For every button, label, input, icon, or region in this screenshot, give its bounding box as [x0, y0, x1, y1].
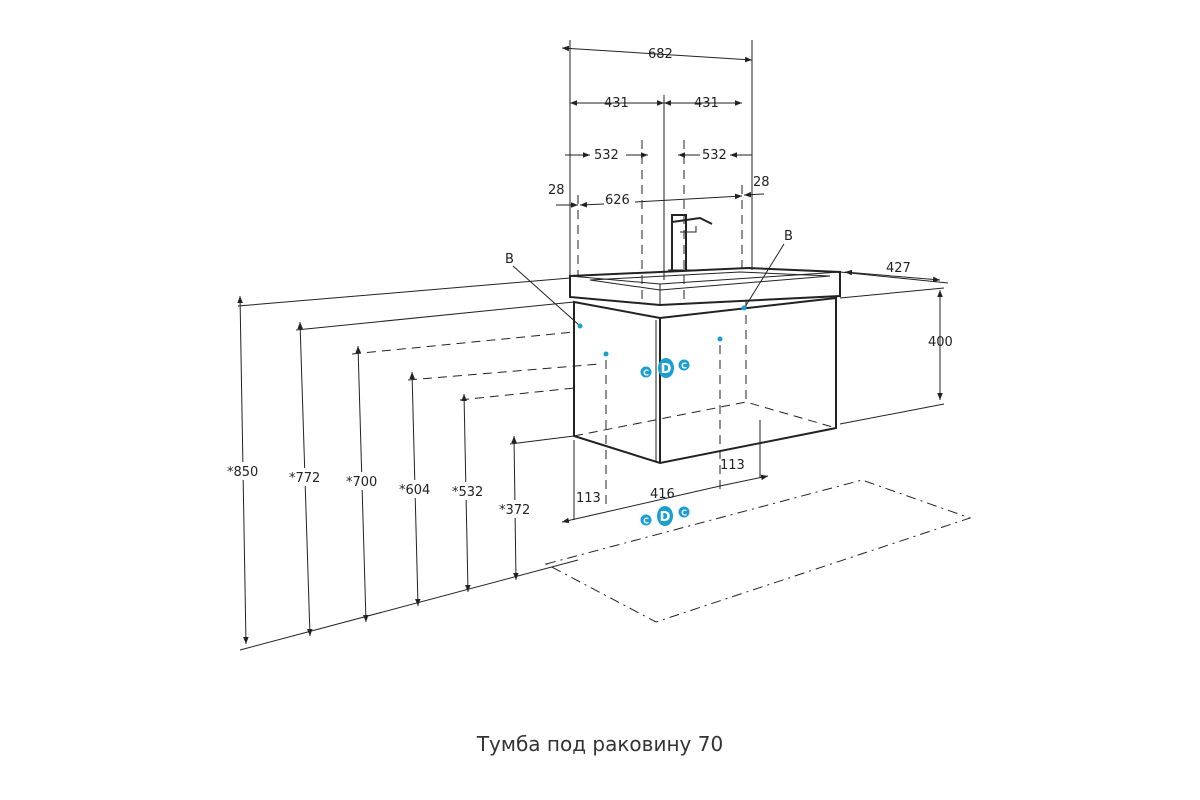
svg-text:D: D	[660, 510, 671, 525]
hot-water-marker-upper	[678, 359, 690, 371]
dim-height-604: *604	[399, 483, 430, 498]
dim-height-772: *772	[289, 471, 320, 486]
svg-text:C: C	[643, 369, 649, 378]
dim-bottom-span: 416	[650, 487, 675, 502]
pipe-point-left	[603, 351, 609, 357]
dim-height-850: *850	[227, 465, 258, 480]
faucet	[668, 214, 713, 271]
pipe-point-right	[717, 336, 723, 342]
dim-basin-width: 626	[605, 193, 630, 208]
drawing-caption: Тумба под раковину 70	[476, 732, 723, 756]
svg-text:C: C	[643, 517, 649, 526]
hot-water-marker-lower	[678, 506, 690, 518]
svg-text:D: D	[661, 362, 672, 377]
dim-half-width-left: 431	[604, 96, 629, 111]
cold-water-marker-lower	[640, 514, 652, 526]
dim-height-372: *372	[499, 503, 530, 518]
bottom-dimensions: 113 416 113	[561, 420, 769, 524]
fixing-point-right	[741, 305, 747, 311]
svg-text:C: C	[681, 362, 687, 371]
dim-depth: 427	[886, 261, 911, 276]
dim-edge-left: 28	[548, 183, 565, 198]
washbasin	[569, 266, 841, 307]
water-markers-lower: C D C	[640, 506, 690, 526]
fixing-point-left	[577, 323, 583, 329]
floor-outline	[544, 479, 972, 623]
fixing-points: B B	[505, 229, 793, 510]
height-dimensions: *850 *772 *700 *604 *532 *372	[226, 277, 601, 651]
drain-marker-lower	[657, 506, 673, 526]
fixing-label-right: B	[784, 229, 793, 244]
drain-marker-upper	[658, 358, 674, 378]
water-markers-upper: C D C	[640, 358, 690, 378]
svg-text:C: C	[681, 509, 687, 518]
dim-overall-width: 682	[648, 47, 673, 62]
dim-cabinet-height: 400	[928, 335, 953, 350]
dim-height-532: *532	[452, 485, 483, 500]
dim-bottom-offset-right: 113	[720, 458, 745, 473]
cold-water-marker-upper	[640, 366, 652, 378]
right-dimensions: 427 400	[839, 261, 953, 425]
dim-inner-left: 532	[594, 148, 619, 163]
dim-edge-right: 28	[753, 175, 770, 190]
top-dimensions: 682 431 431 532 532 28 28 626	[548, 40, 770, 300]
dim-bottom-offset-left: 113	[576, 491, 601, 506]
fixing-label-left: B	[505, 252, 514, 267]
cabinet	[573, 296, 837, 465]
dim-height-700: *700	[346, 475, 377, 490]
dim-half-width-right: 431	[694, 96, 719, 111]
dim-inner-right: 532	[702, 148, 727, 163]
